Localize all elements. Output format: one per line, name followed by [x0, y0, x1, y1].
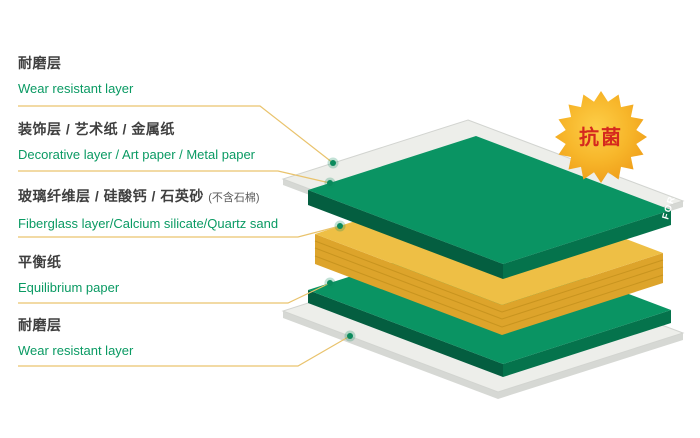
leader-dot-fiberglass	[337, 223, 343, 229]
leader-line-fiberglass	[18, 225, 341, 238]
starburst-icon	[555, 91, 647, 183]
core-lamination-lines	[314, 240, 664, 328]
label-equilibrium-paper-en: Equilibrium paper	[18, 280, 120, 295]
leader-line-decorative	[18, 170, 331, 184]
label-equilibrium-paper-zh: 平衡纸	[18, 254, 62, 270]
leader-lines	[18, 105, 351, 367]
label-wear-layer-bottom-en: Wear resistant layer	[18, 343, 134, 358]
label-equilibrium-paper: 平衡纸 Equilibrium paper	[18, 253, 318, 296]
label-wear-layer-top: 耐磨层 Wear resistant layer	[18, 54, 318, 97]
label-decorative-layer: 装饰层 / 艺术纸 / 金属纸 Decorative layer / Art p…	[18, 120, 318, 163]
leader-line-equilibrium	[18, 282, 331, 304]
badge-text: 抗菌	[579, 125, 623, 149]
leader-dot-equilibrium	[327, 280, 333, 286]
label-fiberglass-layer-zh-main: 玻璃纤维层 / 硅酸钙 / 石英砂	[18, 188, 204, 204]
sheet-wear-bottom-right-side	[498, 333, 683, 399]
label-wear-layer-top-zh: 耐磨层	[18, 55, 62, 71]
sheet-equilibrium-right-side	[503, 310, 671, 377]
leader-line-wear-top	[18, 105, 334, 164]
label-wear-layer-bottom: 耐磨层 Wear resistant layer	[18, 316, 318, 359]
sheet-decorative-face	[308, 136, 671, 264]
leader-dot-decorative	[327, 180, 333, 186]
sheet-wear-bottom-left-side	[283, 311, 498, 399]
label-fiberglass-layer-en: Fiberglass layer/Calcium silicate/Quartz…	[18, 216, 279, 231]
leader-dot-wear-bottom	[347, 333, 353, 339]
leader-line-wear-bottom	[18, 335, 351, 367]
sheet-decorative-right-side	[503, 210, 671, 279]
label-decorative-layer-zh: 装饰层 / 艺术纸 / 金属纸	[18, 121, 175, 137]
label-wear-layer-top-en: Wear resistant layer	[18, 81, 134, 96]
label-fiberglass-layer-zh-note: (不含石棉)	[208, 192, 260, 204]
leader-dot-wear-top	[330, 160, 336, 166]
antibacterial-badge: 抗菌	[555, 91, 647, 183]
label-wear-layer-bottom-zh: 耐磨层	[18, 317, 62, 333]
label-fiberglass-layer-zh: 玻璃纤维层 / 硅酸钙 / 石英砂 (不含石棉)	[18, 187, 318, 207]
sheet-equilibrium-left-side	[308, 290, 503, 377]
label-decorative-layer-en: Decorative layer / Art paper / Metal pap…	[18, 147, 256, 162]
sheet-decorative-left-side	[308, 190, 503, 279]
label-fiberglass-layer: 玻璃纤维层 / 硅酸钙 / 石英砂 (不含石棉) Fiberglass laye…	[18, 187, 318, 232]
leader-dots	[324, 157, 356, 342]
